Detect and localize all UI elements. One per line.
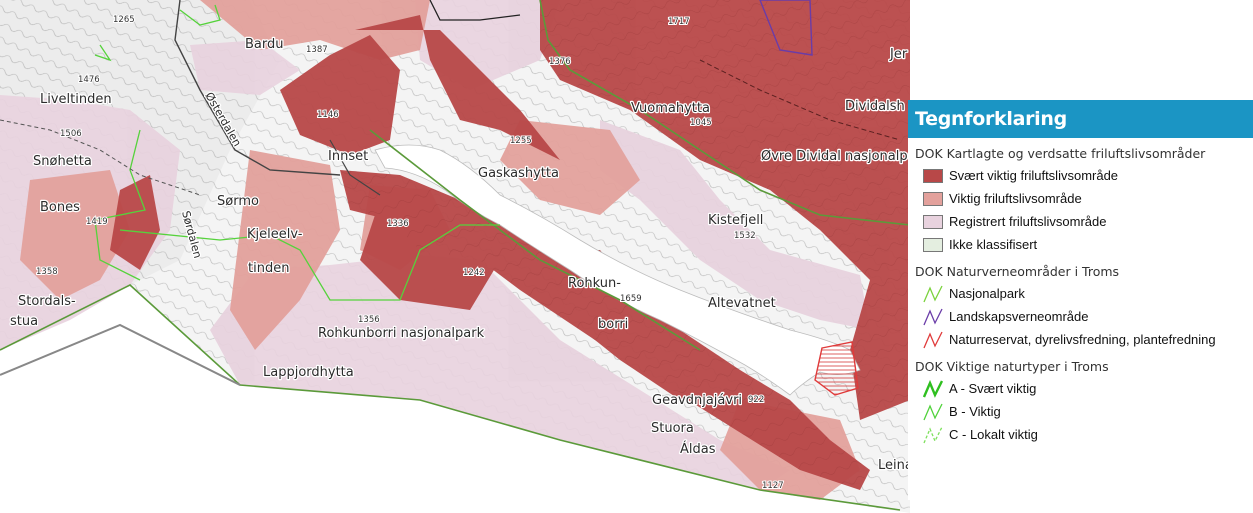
legend-item-svaert-viktig[interactable]: Svært viktig friluftslivsområde (915, 164, 1253, 187)
legend-group-title: DOK Kartlagte og verdsatte friluftslivso… (915, 146, 1206, 161)
legend-item-label: Nasjonalpark (949, 286, 1025, 301)
legend-group-naturvern: DOK Naturverneområder i Troms Nasjonalpa… (915, 264, 1253, 351)
legend-item-landskapsvern[interactable]: Landskapsverneområde (915, 305, 1253, 328)
place-bardu: Bardu (245, 37, 284, 52)
place-kistefjell: Kistefjell (708, 213, 763, 228)
place-vuomahytta: Vuomahytta (631, 101, 710, 116)
legend-item-label: C - Lokalt viktig (949, 427, 1038, 442)
place-jer: Jer (889, 47, 908, 62)
legend-item-label: Svært viktig friluftslivsområde (949, 168, 1119, 183)
nasjonalpark-line-icon (923, 285, 943, 302)
legend-panel: Tegnforklaring DOK Kartlagte og verdsatt… (908, 100, 1253, 500)
map-canvas[interactable]: Bardu Liveltinden Snøhetta Bones Østerda… (0, 0, 910, 513)
legend-title: Tegnforklaring (908, 100, 1253, 138)
legend-item-viktig[interactable]: Viktig friluftslivsområde (915, 187, 1253, 210)
elevation-label: 1532 (734, 231, 756, 241)
elevation-label: 1045 (690, 118, 712, 128)
landskapsvern-line-icon (923, 308, 943, 325)
legend-group-title: DOK Viktige naturtyper i Troms (915, 359, 1109, 374)
legend-item-registrert[interactable]: Registrert friluftslivsområde (915, 210, 1253, 233)
legend-item-label: B - Viktig (949, 404, 1001, 419)
legend-item-label: Registrert friluftslivsområde (949, 214, 1107, 229)
swatch-viktig (923, 191, 943, 206)
elevation-labels: 1265 1387 1476 1506 1419 1358 1146 1336 … (35, 14, 785, 492)
place-sormo: Sørmo (217, 194, 259, 209)
elevation-label: 1387 (306, 45, 328, 55)
legend-item-label: Landskapsverneområde (949, 309, 1089, 324)
elevation-label: 1242 (463, 268, 485, 278)
place-rohkunborri-np: Rohkunborri nasjonalpark (318, 326, 485, 341)
place-borri: borri (598, 317, 628, 332)
legend-item-label: Viktig friluftslivsområde (949, 191, 1082, 206)
swatch-registrert (923, 214, 943, 229)
legend-group-friluftsliv: DOK Kartlagte og verdsatte friluftslivso… (915, 146, 1253, 256)
place-ovre-dividal: Øvre Dividal nasjonalpar (761, 149, 910, 164)
elevation-label: 1476 (78, 75, 100, 85)
place-stordals: Stordals- (18, 294, 76, 309)
naturtype-a-line-icon (923, 379, 943, 398)
legend-item-b-viktig[interactable]: B - Viktig (915, 400, 1253, 423)
place-dividalsh: Dividalsh (845, 99, 905, 114)
elevation-label: 1336 (387, 219, 409, 229)
elevation-label: 1376 (549, 57, 571, 67)
elevation-label: 1265 (113, 15, 135, 25)
legend-item-label: Naturreservat, dyrelivsfredning, plantef… (949, 332, 1216, 347)
place-kjeleelv: Kjeleelv- (247, 227, 303, 242)
nasjonalpark-boundaries[interactable] (0, 0, 910, 511)
place-snohetta: Snøhetta (33, 154, 92, 169)
place-tinden: tinden (248, 261, 289, 276)
landskapsvern-area[interactable] (759, 0, 813, 56)
legend-item-ikke-klassifisert[interactable]: Ikke klassifisert (915, 233, 1253, 256)
legend-item-naturreservat[interactable]: Naturreservat, dyrelivsfredning, plantef… (915, 328, 1253, 351)
place-altevatnet: Altevatnet (708, 296, 776, 311)
place-geavdnjajavri: Geavdnjajávri (652, 393, 742, 408)
map-view[interactable]: Bardu Liveltinden Snøhetta Bones Østerda… (0, 0, 910, 513)
naturtype-b-line-icon (923, 403, 943, 420)
legend-group-title: DOK Naturverneområder i Troms (915, 264, 1120, 279)
swatch-svaert-viktig (923, 168, 943, 183)
place-stua: stua (10, 314, 38, 329)
roads (0, 0, 901, 386)
place-leina: Leinay (878, 458, 910, 473)
place-stuora: Stuora (651, 421, 694, 436)
legend-item-a-svaert-viktig[interactable]: A - Svært viktig (915, 377, 1253, 400)
place-lappjordhytta: Lappjordhytta (263, 365, 354, 380)
legend-group-naturtyper: DOK Viktige naturtyper i Troms A - Svært… (915, 359, 1253, 446)
legend-item-nasjonalpark[interactable]: Nasjonalpark (915, 282, 1253, 305)
elevation-label: 1255 (510, 136, 532, 146)
swatch-ikke-klassifisert (923, 237, 943, 252)
naturtype-lines[interactable] (94, 4, 500, 301)
elevation-label: 1146 (317, 110, 339, 120)
elevation-label: 1717 (668, 17, 690, 27)
elevation-label: 1127 (762, 481, 784, 491)
elevation-label: 1358 (36, 267, 58, 277)
elevation-label: 1419 (86, 217, 108, 227)
place-labels: Bardu Liveltinden Snøhetta Bones Østerda… (9, 36, 910, 475)
elevation-label: 1659 (620, 294, 642, 304)
naturreservat-line-icon (923, 331, 943, 348)
place-aldas: Áldas (680, 441, 716, 457)
naturreservat-area[interactable] (814, 341, 859, 396)
legend-item-c-lokalt-viktig[interactable]: C - Lokalt viktig (915, 423, 1253, 446)
place-bones: Bones (40, 200, 80, 215)
legend-item-label: Ikke klassifisert (949, 237, 1038, 252)
legend-item-label: A - Svært viktig (949, 381, 1037, 396)
place-innset: Innset (328, 149, 368, 164)
place-livelttinden: Liveltinden (40, 92, 112, 107)
elevation-label: 1506 (60, 129, 82, 139)
naturtype-c-line-icon (923, 426, 943, 443)
place-rohkun: Rohkun- (568, 276, 621, 291)
place-gaskashytta: Gaskashytta (478, 166, 559, 181)
elevation-label: 922 (748, 395, 764, 405)
elevation-label: 1356 (358, 315, 380, 325)
